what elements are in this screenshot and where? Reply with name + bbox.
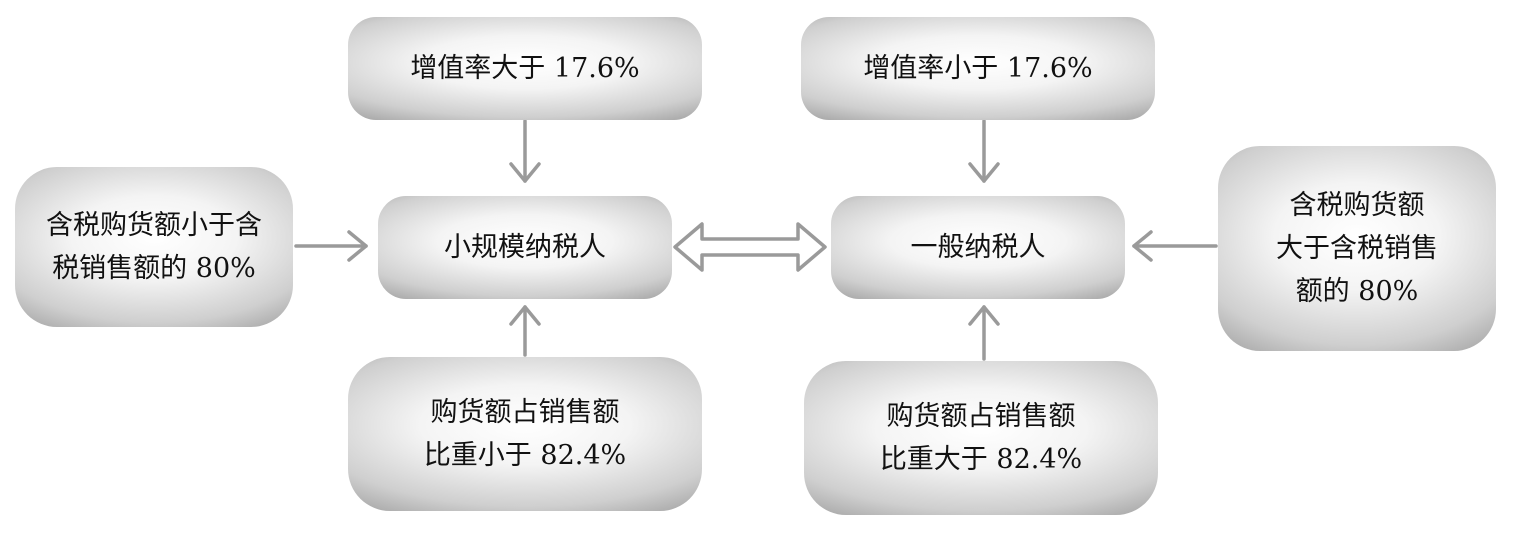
arrow-right-condition-to-general: [1132, 230, 1218, 262]
arrow-vat-low-to-general: [968, 119, 1000, 183]
node-text-line: 额的 80%: [1295, 276, 1419, 308]
node-text-line: 大于含税销售: [1276, 232, 1438, 264]
node-text-line: 购货额占销售额: [886, 400, 1076, 432]
node-purchase-ratio-above: 购货额占销售额 比重大于 82.4%: [804, 361, 1158, 515]
node-purchase-below-80-percent: 含税购货额小于含 税销售额的 80%: [15, 167, 293, 327]
node-text-line: 比重小于 82.4%: [423, 440, 627, 471]
node-text-line: 含税购货额小于含: [46, 209, 262, 241]
arrow-left-condition-to-small: [294, 230, 368, 262]
node-text-line: 增值率大于 17.6%: [410, 52, 640, 84]
bidirectional-arrow-small-general: [673, 222, 827, 272]
node-vat-rate-below: 增值率小于 17.6%: [801, 17, 1155, 120]
node-text-line: 比重大于 82.4%: [879, 444, 1083, 475]
node-text-line: 含税购货额: [1289, 189, 1425, 221]
arrow-purchase-low-to-small: [509, 305, 541, 357]
node-general-taxpayer: 一般纳税人: [831, 196, 1125, 299]
node-purchase-above-80-percent: 含税购货额 大于含税销售 额的 80%: [1218, 146, 1496, 351]
node-purchase-ratio-below: 购货额占销售额 比重小于 82.4%: [348, 357, 702, 511]
node-text-line: 一般纳税人: [910, 231, 1046, 263]
node-small-scale-taxpayer: 小规模纳税人: [378, 196, 672, 299]
node-text-line: 税销售额的 80%: [52, 253, 256, 284]
arrow-purchase-high-to-general: [968, 305, 1000, 361]
arrow-vat-high-to-small: [509, 119, 541, 183]
node-text-line: 小规模纳税人: [444, 231, 606, 263]
node-text-line: 购货额占销售额: [430, 396, 620, 428]
node-text-line: 增值率小于 17.6%: [863, 52, 1093, 84]
node-vat-rate-above: 增值率大于 17.6%: [348, 17, 702, 120]
